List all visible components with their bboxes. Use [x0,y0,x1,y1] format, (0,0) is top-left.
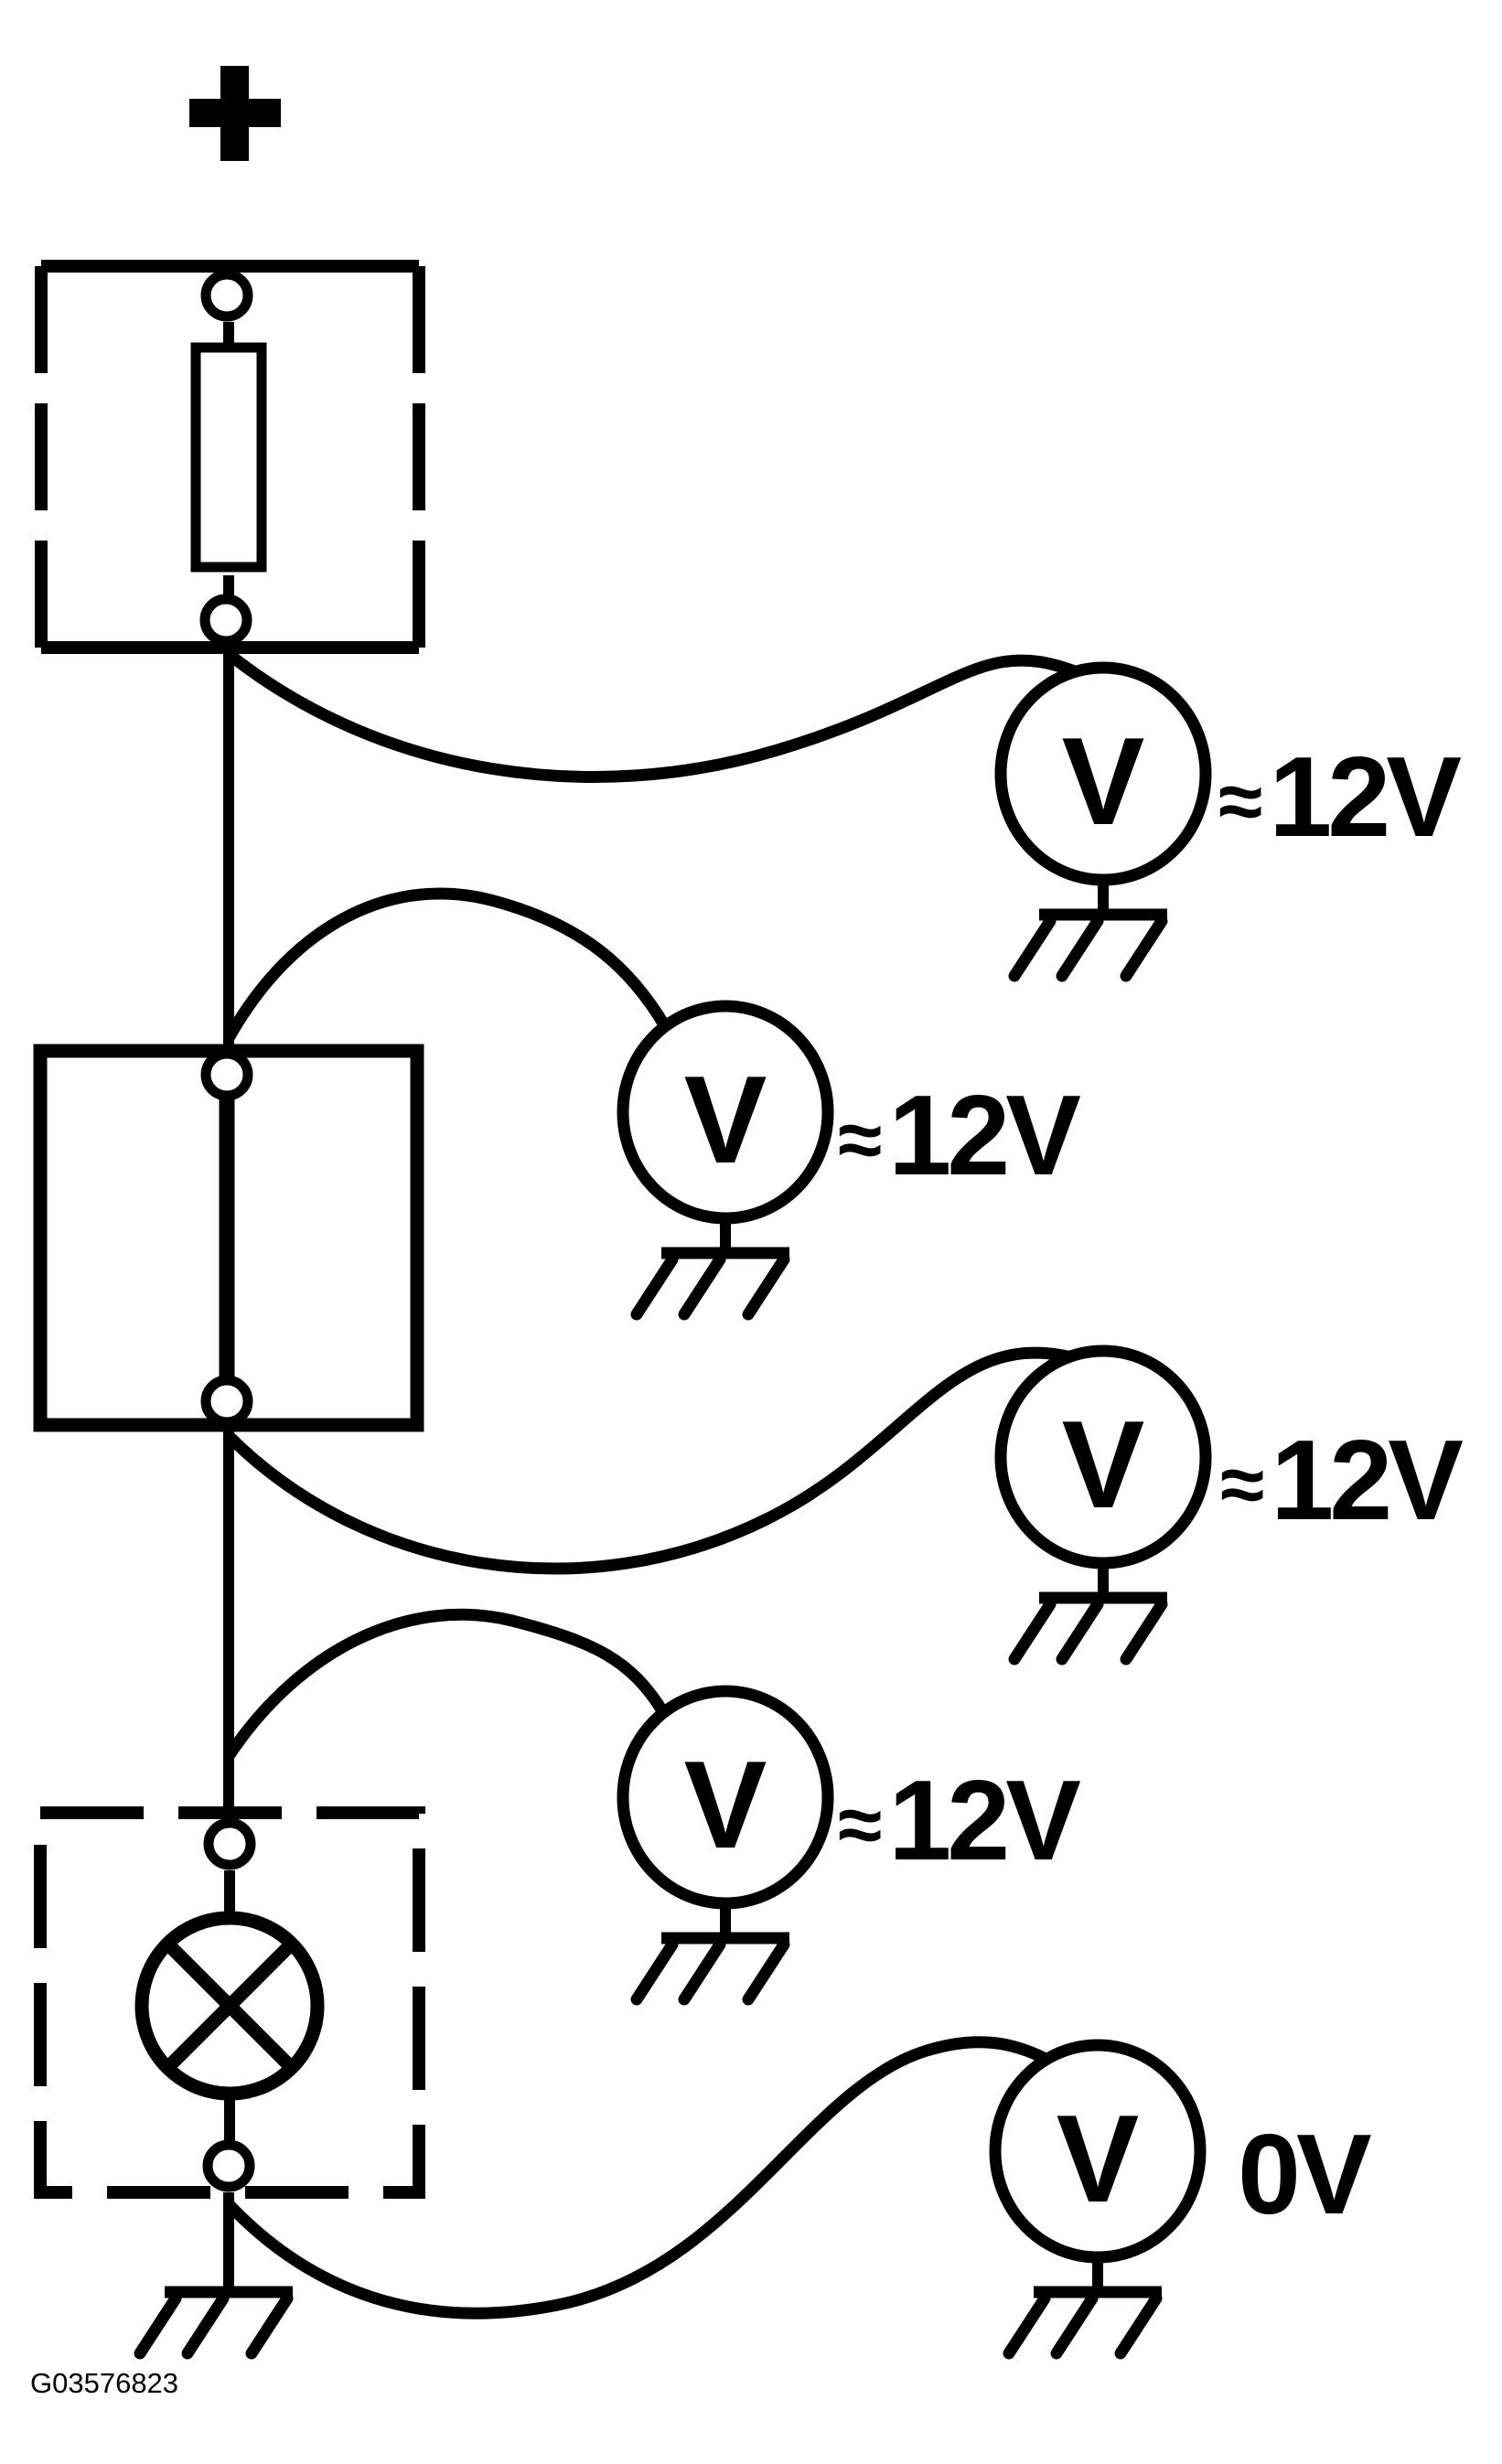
approx-symbol: ≈ [838,1094,883,1184]
reading-value: 12V [1269,734,1462,861]
voltmeter-ground-stems [720,880,1109,2292]
test-lead-5 [224,2036,1050,2319]
terminal-circle [200,1048,253,1101]
ground-icon [1014,915,1167,976]
measurement-leads [223,648,1087,2319]
battery-positive-icon [189,66,281,161]
test-lead-4 [223,1608,669,1760]
ground-icon [1014,1598,1167,1659]
plus-vertical-bar [220,66,249,161]
ground-icon [1009,2292,1162,2353]
switch-box [33,1044,424,1432]
voltmeter-reading-2: ≈12V [838,1079,1081,1193]
voltmeter-letter-5: V [1056,2089,1140,2228]
voltmeter-reading-4: ≈12V [838,1764,1081,1878]
voltmeter-reading-1: ≈12V [1218,741,1462,854]
approx-symbol: ≈ [838,1779,883,1869]
voltmeter-reading-5: 0V [1231,2118,1372,2232]
voltmeter-icons [617,661,1212,2292]
reading-value: 12V [888,1758,1081,1884]
reading-value: 0V [1238,2112,1372,2238]
voltmeter-letter-2: V [683,1050,767,1189]
terminal-circle [203,1817,256,1870]
lamp-icon [134,1911,325,2101]
approx-symbol: ≈ [1220,1439,1265,1529]
reading-value: 12V [1271,1418,1464,1544]
reading-value: 12V [888,1073,1081,1199]
main-circuit-wire [223,322,235,2291]
terminal-circle [199,594,252,647]
voltmeter-reading-3: ≈12V [1220,1424,1464,1537]
voltmeter-letter-1: V [1061,712,1145,851]
test-lead-3 [224,1346,1084,1575]
lamp-box [34,1806,425,2199]
approx-symbol: ≈ [1218,755,1263,846]
ground-icon [637,1253,789,1314]
terminal-circle [200,269,253,322]
voltmeter-letter-4: V [683,1735,767,1874]
test-lead-2 [223,887,671,1042]
ground-icon [637,1938,789,1999]
fuse-box [35,260,425,654]
ground-icon [140,2292,293,2353]
fuse-icon [190,342,267,573]
test-lead-1 [224,648,1087,783]
voltmeter-letter-3: V [1061,1395,1145,1534]
terminal-circle [200,1375,253,1428]
figure-id: G03576823 [30,2367,179,2399]
lamp-box-outline [34,1806,425,2199]
terminal-circle [202,2139,255,2192]
